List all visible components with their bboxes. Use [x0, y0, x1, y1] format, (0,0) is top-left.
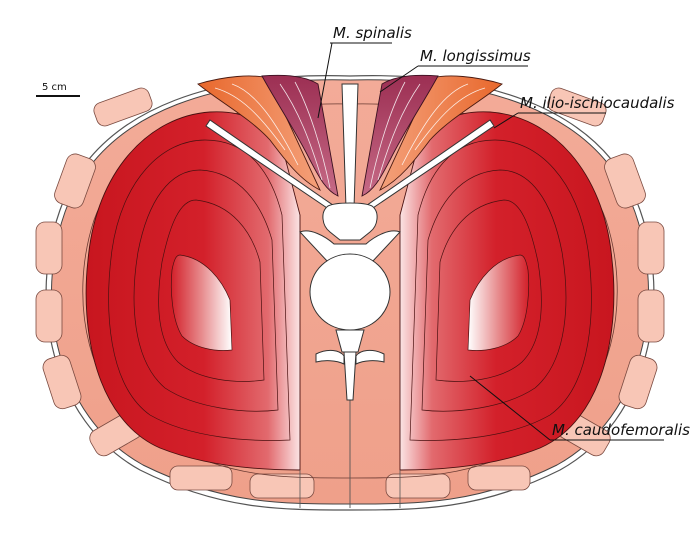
ilio-ischiocaudalis-segments-right	[385, 87, 665, 499]
chevron	[343, 351, 357, 401]
epaxial-fibre-lines	[214, 81, 486, 189]
label-longissimus: M. longissimus	[420, 47, 531, 65]
neural-arch	[322, 202, 378, 241]
leader-spinalis	[317, 42, 392, 119]
spinalis-left	[261, 74, 339, 197]
ventral-septum	[299, 470, 401, 508]
longissimus-right	[379, 75, 503, 191]
leader-longissimus	[379, 65, 528, 93]
leader-caudofemoralis	[469, 375, 664, 441]
leader-ilio-ischiocaudalis	[493, 112, 606, 129]
leader-lines	[317, 42, 664, 441]
longissimus-left	[197, 75, 321, 191]
vertebra	[205, 83, 495, 401]
caudofemoralis-right	[399, 111, 615, 471]
label-spinalis: M. spinalis	[333, 24, 412, 42]
centrum	[309, 253, 391, 331]
transverse-processes	[299, 230, 401, 263]
haemal-arch	[335, 329, 365, 353]
label-caudofemoralis: M. caudofemoralis	[552, 421, 690, 439]
scale-bar-label: 5 cm	[42, 82, 67, 93]
label-ilio-ischiocaudalis: M. ilio-ischiocaudalis	[520, 94, 675, 112]
chevron-struts	[315, 349, 385, 365]
caudofemoralis-left	[85, 111, 301, 471]
